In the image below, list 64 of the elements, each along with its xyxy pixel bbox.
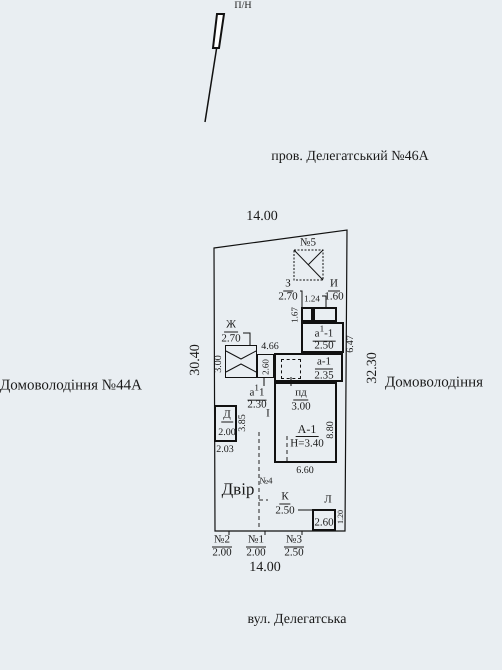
dimension-value: 3.00	[214, 355, 224, 373]
dimension-value: 30.40	[189, 344, 203, 376]
object-number: №5	[300, 238, 316, 248]
dimension-value: 2.30	[247, 400, 267, 410]
street-name: вул. Делегатська	[248, 613, 346, 627]
building-outline	[257, 354, 274, 378]
building-label: пд	[293, 388, 309, 400]
dimension-value: 1.20	[337, 510, 345, 524]
leader-line	[300, 290, 302, 308]
dimension-value: 1.67	[290, 307, 300, 323]
leader-line	[290, 376, 292, 386]
building-outline	[274, 382, 337, 463]
building-outline	[301, 307, 313, 322]
dimension-value: 2.70	[221, 334, 241, 344]
dimension-value: 2.60	[314, 518, 334, 528]
building-label: А-1	[296, 423, 318, 437]
direction-label: П/Н	[234, 1, 252, 11]
leader-line	[228, 530, 230, 536]
dimension-value: 2.50	[275, 506, 295, 516]
dimension-value: 2.50	[314, 340, 334, 352]
dimension-value: 2.03	[216, 445, 234, 455]
dimension-value: 14.00	[249, 561, 281, 575]
building-label: а$^{1}$-1	[312, 324, 336, 342]
building-label: К	[279, 492, 291, 504]
building-label: З	[283, 278, 293, 292]
building-outline	[301, 322, 344, 353]
dimension-value: 14.00	[246, 210, 278, 224]
dimension-value: 6.60	[296, 466, 314, 476]
leader-line	[322, 296, 326, 308]
dimension-value: 3.85	[238, 414, 248, 432]
building-label: а$^{1}$1	[248, 384, 266, 400]
dimension-value: 8.80	[326, 421, 336, 439]
dimension-value: 32.30	[366, 352, 380, 384]
yard-label: Двір	[222, 480, 254, 498]
dimension-value: Н=3.40	[290, 438, 324, 450]
dimension-value: 2.70	[278, 292, 298, 302]
dimension-value: 3.00	[291, 402, 311, 412]
building-label: И	[328, 278, 340, 292]
dimension-value: 1.60	[324, 292, 344, 302]
dashed-outline	[281, 359, 301, 379]
street-name: пров. Делегатський №46А	[271, 150, 429, 164]
dimension-value: 6.47	[346, 335, 356, 353]
leader-line	[264, 530, 266, 536]
object-number: №4	[259, 476, 273, 486]
building-label: Д	[221, 410, 233, 422]
building-label: Л	[324, 494, 332, 506]
building-label: №3	[284, 534, 304, 548]
neighbor-label: Домоволодіння №44А	[0, 378, 142, 394]
dimension-value: 2.00	[212, 548, 232, 558]
leader-line	[242, 332, 250, 346]
dimension-value: 2.50	[284, 548, 304, 558]
dimension-value: 2.35	[314, 370, 334, 382]
building-label: №2	[212, 534, 232, 548]
building-outline	[274, 353, 343, 382]
dimension-value: 1.24	[304, 294, 320, 304]
neighbor-label: Домоволодіння	[385, 376, 484, 390]
building-label: а-1	[314, 356, 334, 370]
dimension-value: 4.66	[261, 342, 279, 352]
object-number: 2.60	[262, 359, 270, 375]
building-label: Ж	[224, 320, 238, 332]
section-number: I	[266, 408, 270, 420]
building-label: №1	[246, 534, 266, 548]
building-outline	[313, 307, 337, 322]
dimension-value: 2.00	[246, 548, 266, 558]
